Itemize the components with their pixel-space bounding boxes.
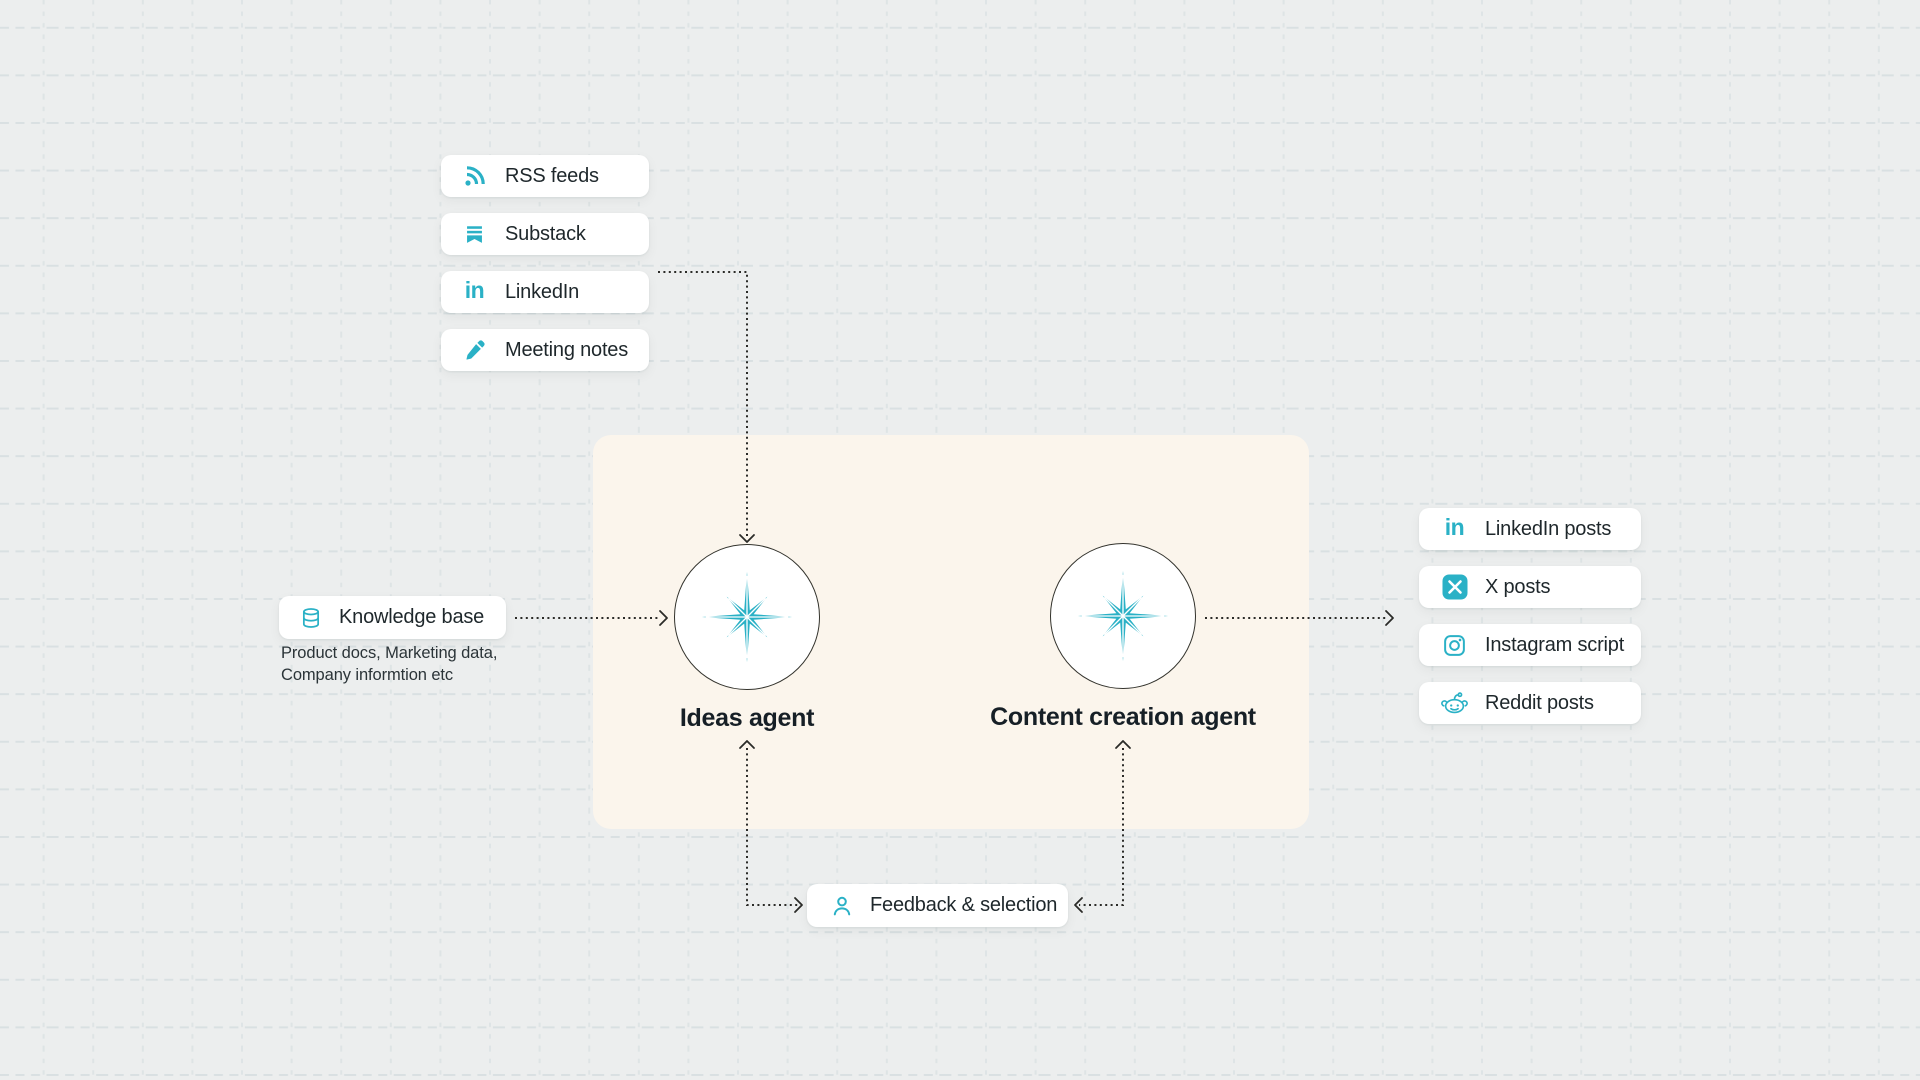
knowledge-base-label: Knowledge base: [339, 606, 485, 628]
compass-star-icon: [1075, 568, 1171, 664]
output-card-linkedin-posts[interactable]: in LinkedIn posts: [1419, 508, 1641, 550]
source-card-meeting-notes[interactable]: Meeting notes: [441, 329, 649, 371]
instagram-icon: [1441, 632, 1468, 659]
linkedin-icon: in: [1444, 513, 1465, 540]
person-icon: [828, 892, 855, 919]
content-creation-agent-label: Content creation agent: [990, 703, 1256, 731]
rss-icon: [461, 163, 488, 190]
output-card-instagram-script[interactable]: Instagram script: [1419, 624, 1641, 666]
x-logo-icon: [1441, 574, 1468, 601]
source-card-substack[interactable]: Substack: [441, 213, 649, 255]
knowledge-base-note-line: Company informtion etc: [281, 666, 454, 684]
feedback-selection-card[interactable]: Feedback & selection: [807, 884, 1068, 927]
source-card-label: Substack: [505, 222, 586, 245]
linkedin-icon: in: [464, 276, 485, 303]
database-icon: [297, 604, 324, 631]
feedback-selection-label: Feedback & selection: [870, 894, 1058, 916]
pencil-icon: [461, 337, 488, 364]
content-creation-agent-node[interactable]: [1050, 543, 1196, 689]
output-card-x-posts[interactable]: X posts: [1419, 566, 1641, 608]
output-card-label: Instagram script: [1485, 633, 1625, 656]
output-card-label: Reddit posts: [1485, 691, 1594, 714]
output-card-label: X posts: [1485, 575, 1551, 598]
compass-star-icon: [699, 569, 795, 665]
substack-icon: [461, 221, 488, 248]
source-card-label: RSS feeds: [505, 164, 599, 187]
ideas-agent-label: Ideas agent: [679, 704, 815, 732]
knowledge-base-note: Product docs, Marketing data, Company in…: [281, 642, 497, 686]
knowledge-base-card[interactable]: Knowledge base: [279, 596, 506, 639]
source-card-label: Meeting notes: [505, 338, 629, 361]
ideas-agent-node[interactable]: [674, 544, 820, 690]
source-card-label: LinkedIn: [505, 280, 580, 303]
source-card-rss-feeds[interactable]: RSS feeds: [441, 155, 649, 197]
knowledge-base-note-line: Product docs, Marketing data,: [281, 644, 498, 662]
output-card-reddit-posts[interactable]: Reddit posts: [1419, 682, 1641, 724]
output-card-label: LinkedIn posts: [1485, 517, 1612, 540]
reddit-icon: [1441, 690, 1468, 717]
source-card-linkedin[interactable]: in LinkedIn: [441, 271, 649, 313]
